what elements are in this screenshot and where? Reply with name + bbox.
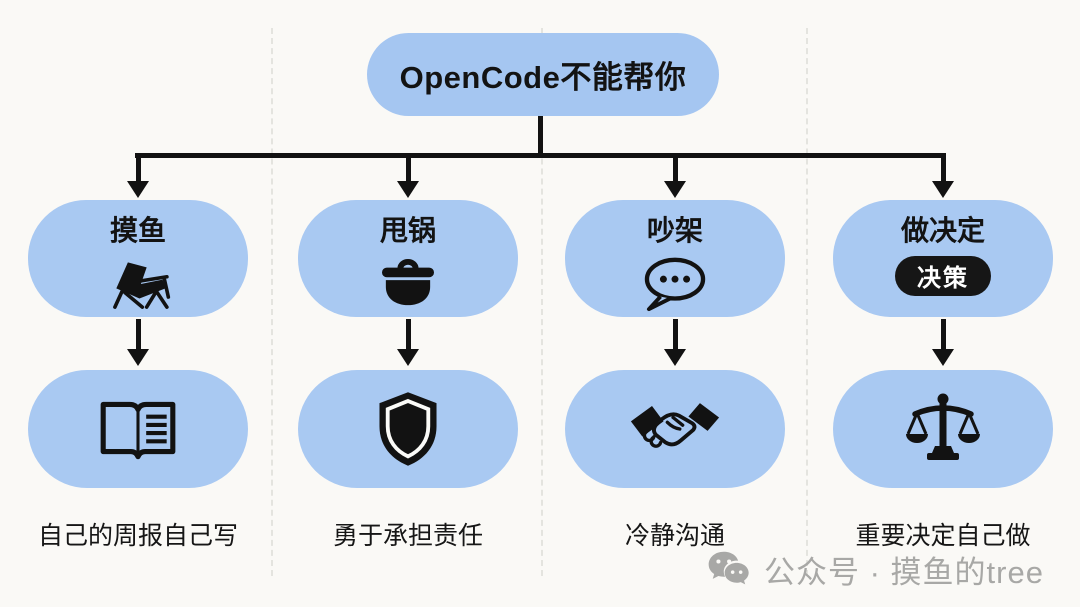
caption-weekly-report: 自己的周报自己写 (37, 522, 238, 550)
connector-stem (672, 156, 678, 182)
connector-stem (940, 156, 946, 182)
chat-bubble-icon (640, 251, 710, 317)
caption-own-decisions: 重要决定自己做 (855, 522, 1031, 550)
root-node: OpenCode不能帮你 (367, 33, 719, 116)
branch-node-decisions: 做决定 决策 (833, 200, 1053, 317)
caption-responsibility: 勇于承担责任 (332, 522, 483, 550)
arrowhead-down-icon (127, 349, 149, 366)
decision-badge: 决策 (895, 255, 991, 296)
column-separator (541, 28, 543, 576)
connector-stem (940, 319, 946, 350)
lounge-chair-icon (104, 251, 172, 317)
arrowhead-down-icon (932, 181, 954, 198)
connector-stem (135, 319, 141, 350)
wechat-icon (706, 549, 754, 590)
handshake-icon (629, 400, 721, 458)
branch-label: 甩锅 (379, 215, 436, 246)
cooking-pot-icon (377, 251, 439, 317)
arrowhead-down-icon (397, 349, 419, 366)
arrowhead-down-icon (397, 181, 419, 198)
branch-label: 吵架 (646, 215, 703, 246)
arrowhead-down-icon (932, 349, 954, 366)
connector-root-stem (538, 114, 543, 156)
branch-node-blame: 甩锅 (298, 200, 518, 317)
caption-communication: 冷静沟通 (624, 522, 725, 550)
branch-node-slacking: 摸鱼 (28, 200, 248, 317)
branch-node-arguing: 吵架 (565, 200, 785, 317)
result-node-responsibility (298, 370, 518, 488)
shield-icon (374, 390, 442, 469)
open-book-icon (95, 396, 181, 462)
watermark: 公众号 · 摸鱼的tree (706, 547, 1044, 592)
arrowhead-down-icon (127, 181, 149, 198)
connector-stem (405, 156, 411, 182)
connector-horizontal-bar (135, 153, 946, 158)
result-node-communication (565, 370, 785, 488)
arrowhead-down-icon (664, 181, 686, 198)
connector-stem (405, 319, 411, 350)
scales-icon (905, 392, 981, 466)
connector-stem (135, 156, 141, 182)
column-separator (806, 28, 808, 576)
connector-stem (672, 319, 678, 350)
result-node-own-decisions (833, 370, 1053, 488)
arrowhead-down-icon (664, 349, 686, 366)
column-separator (271, 28, 273, 576)
branch-label: 摸鱼 (109, 215, 166, 246)
root-node-label: OpenCode不能帮你 (399, 60, 687, 95)
result-node-weekly-report (28, 370, 248, 488)
branch-label: 做决定 (900, 215, 985, 246)
watermark-label: 公众号 · 摸鱼的tree (764, 555, 1044, 590)
